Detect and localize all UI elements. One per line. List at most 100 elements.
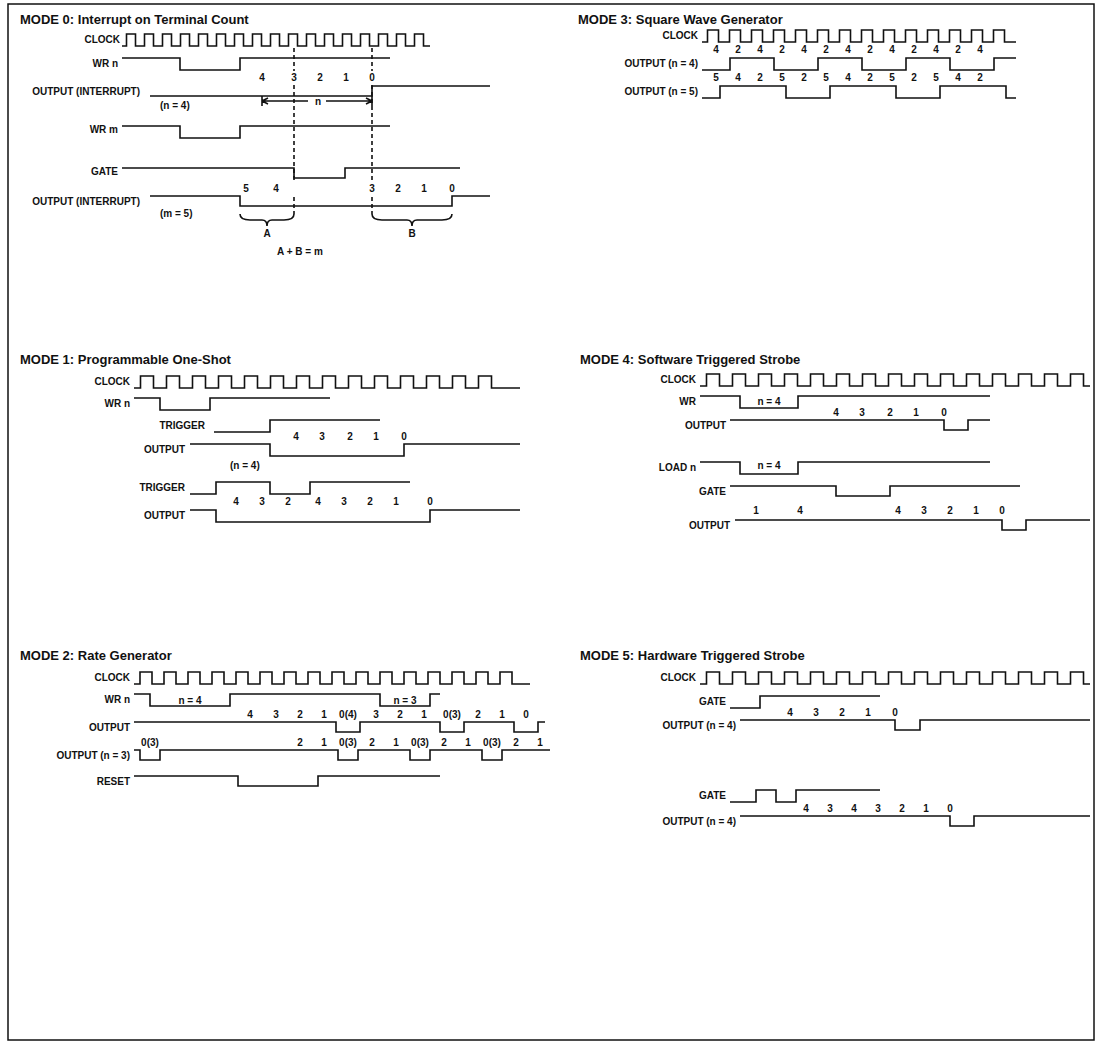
count-number: 4 bbox=[247, 709, 253, 720]
signal-name: WR m bbox=[90, 124, 118, 135]
frame bbox=[8, 4, 1094, 1040]
waveform bbox=[122, 168, 460, 178]
signal-name: OUTPUT (INTERRUPT) bbox=[32, 86, 140, 97]
count-number: 0 bbox=[523, 709, 529, 720]
signal-name: WR n bbox=[92, 58, 118, 69]
count-number: 2 bbox=[285, 496, 291, 507]
waveform bbox=[740, 720, 1090, 730]
count-number: 4 bbox=[735, 72, 741, 83]
count-number: 4 bbox=[713, 44, 719, 55]
count-number: 3 bbox=[291, 72, 297, 83]
mode-heading: MODE 0: Interrupt on Terminal Count bbox=[20, 12, 249, 27]
count-number: n bbox=[315, 96, 321, 107]
count-number: 2 bbox=[297, 737, 303, 748]
signal-name: LOAD n bbox=[659, 462, 696, 473]
signal-name: OUTPUT (n = 4) bbox=[624, 58, 698, 69]
count-number: 3 bbox=[341, 496, 347, 507]
count-number: 2 bbox=[347, 431, 353, 442]
signal-name: GATE bbox=[699, 696, 726, 707]
count-number: 1 bbox=[321, 737, 327, 748]
signal-name: CLOCK bbox=[94, 672, 130, 683]
signal-name: OUTPUT (n = 4) bbox=[662, 816, 736, 827]
waveform bbox=[150, 86, 490, 96]
count-number: 2 bbox=[317, 72, 323, 83]
waveform bbox=[700, 462, 990, 474]
count-number: 1 bbox=[321, 709, 327, 720]
count-number: 1 bbox=[973, 505, 979, 516]
count-number: 0(3) bbox=[339, 737, 357, 748]
count-number: 2 bbox=[887, 407, 893, 418]
count-number: 0 bbox=[369, 72, 375, 83]
count-number: 2 bbox=[867, 72, 873, 83]
mode-heading: MODE 1: Programmable One-Shot bbox=[20, 352, 231, 367]
count-number: 1 bbox=[753, 505, 759, 516]
count-number: 4 bbox=[801, 44, 807, 55]
count-number: 2 bbox=[297, 709, 303, 720]
signal-name: OUTPUT bbox=[144, 444, 185, 455]
clock-waveform bbox=[700, 672, 1090, 684]
signal-name: CLOCK bbox=[94, 376, 130, 387]
count-number: 1 bbox=[373, 431, 379, 442]
brace bbox=[240, 214, 294, 226]
signal-name: OUTPUT bbox=[689, 520, 730, 531]
waveform bbox=[150, 196, 490, 206]
waveform bbox=[134, 776, 440, 786]
waveform bbox=[214, 420, 380, 432]
signal-name: OUTPUT (n = 5) bbox=[624, 86, 698, 97]
count-number: 0(4) bbox=[339, 709, 357, 720]
count-number: n = 4 bbox=[757, 460, 780, 471]
count-number: 3 bbox=[373, 709, 379, 720]
count-number: 3 bbox=[859, 407, 865, 418]
count-number: 4 bbox=[259, 72, 265, 83]
count-number: 4 bbox=[293, 431, 299, 442]
signal-name: WR n bbox=[104, 398, 130, 409]
count-number: 4 bbox=[787, 707, 793, 718]
count-number: 0(3) bbox=[443, 709, 461, 720]
clock-waveform bbox=[122, 34, 430, 46]
mode-heading: MODE 5: Hardware Triggered Strobe bbox=[580, 648, 805, 663]
count-number: 2 bbox=[367, 496, 373, 507]
count-number: 2 bbox=[475, 709, 481, 720]
clock-waveform bbox=[134, 376, 520, 388]
count-number: 2 bbox=[911, 72, 917, 83]
count-number: n = 4 bbox=[757, 396, 780, 407]
count-note: (n = 4) bbox=[230, 460, 260, 471]
count-note: (m = 5) bbox=[160, 208, 193, 219]
count-number: 0 bbox=[999, 505, 1005, 516]
count-number: 4 bbox=[315, 496, 321, 507]
count-number: 4 bbox=[933, 44, 939, 55]
count-number: 0 bbox=[427, 496, 433, 507]
signal-name: TRIGGER bbox=[159, 420, 205, 431]
count-number: 1 bbox=[393, 737, 399, 748]
count-number: 0 bbox=[892, 707, 898, 718]
mode-heading: MODE 4: Software Triggered Strobe bbox=[580, 352, 800, 367]
count-number: 3 bbox=[273, 709, 279, 720]
waveform bbox=[122, 58, 390, 70]
count-number: 5 bbox=[713, 72, 719, 83]
waveform bbox=[190, 444, 520, 456]
count-number: n = 4 bbox=[178, 695, 201, 706]
count-number: 0 bbox=[401, 431, 407, 442]
count-number: 4 bbox=[757, 44, 763, 55]
signal-name: WR n bbox=[104, 694, 130, 705]
count-number: 4 bbox=[803, 803, 809, 814]
signal-name: WR bbox=[679, 396, 696, 407]
signal-name: CLOCK bbox=[84, 34, 120, 45]
count-number: 3 bbox=[827, 803, 833, 814]
count-number: B bbox=[408, 228, 415, 239]
signal-name: OUTPUT (n = 3) bbox=[56, 750, 130, 761]
count-number: 3 bbox=[319, 431, 325, 442]
count-number: 4 bbox=[233, 496, 239, 507]
count-number: 2 bbox=[395, 183, 401, 194]
waveform bbox=[134, 398, 330, 410]
waveform bbox=[702, 58, 1016, 70]
count-number: 4 bbox=[797, 505, 803, 516]
count-number: 1 bbox=[465, 737, 471, 748]
count-number: 0(3) bbox=[141, 737, 159, 748]
mode-heading: MODE 3: Square Wave Generator bbox=[578, 12, 783, 27]
brace bbox=[372, 214, 452, 226]
count-number: 4 bbox=[833, 407, 839, 418]
waveform bbox=[700, 396, 990, 408]
count-number: 5 bbox=[243, 183, 249, 194]
count-number: 5 bbox=[889, 72, 895, 83]
